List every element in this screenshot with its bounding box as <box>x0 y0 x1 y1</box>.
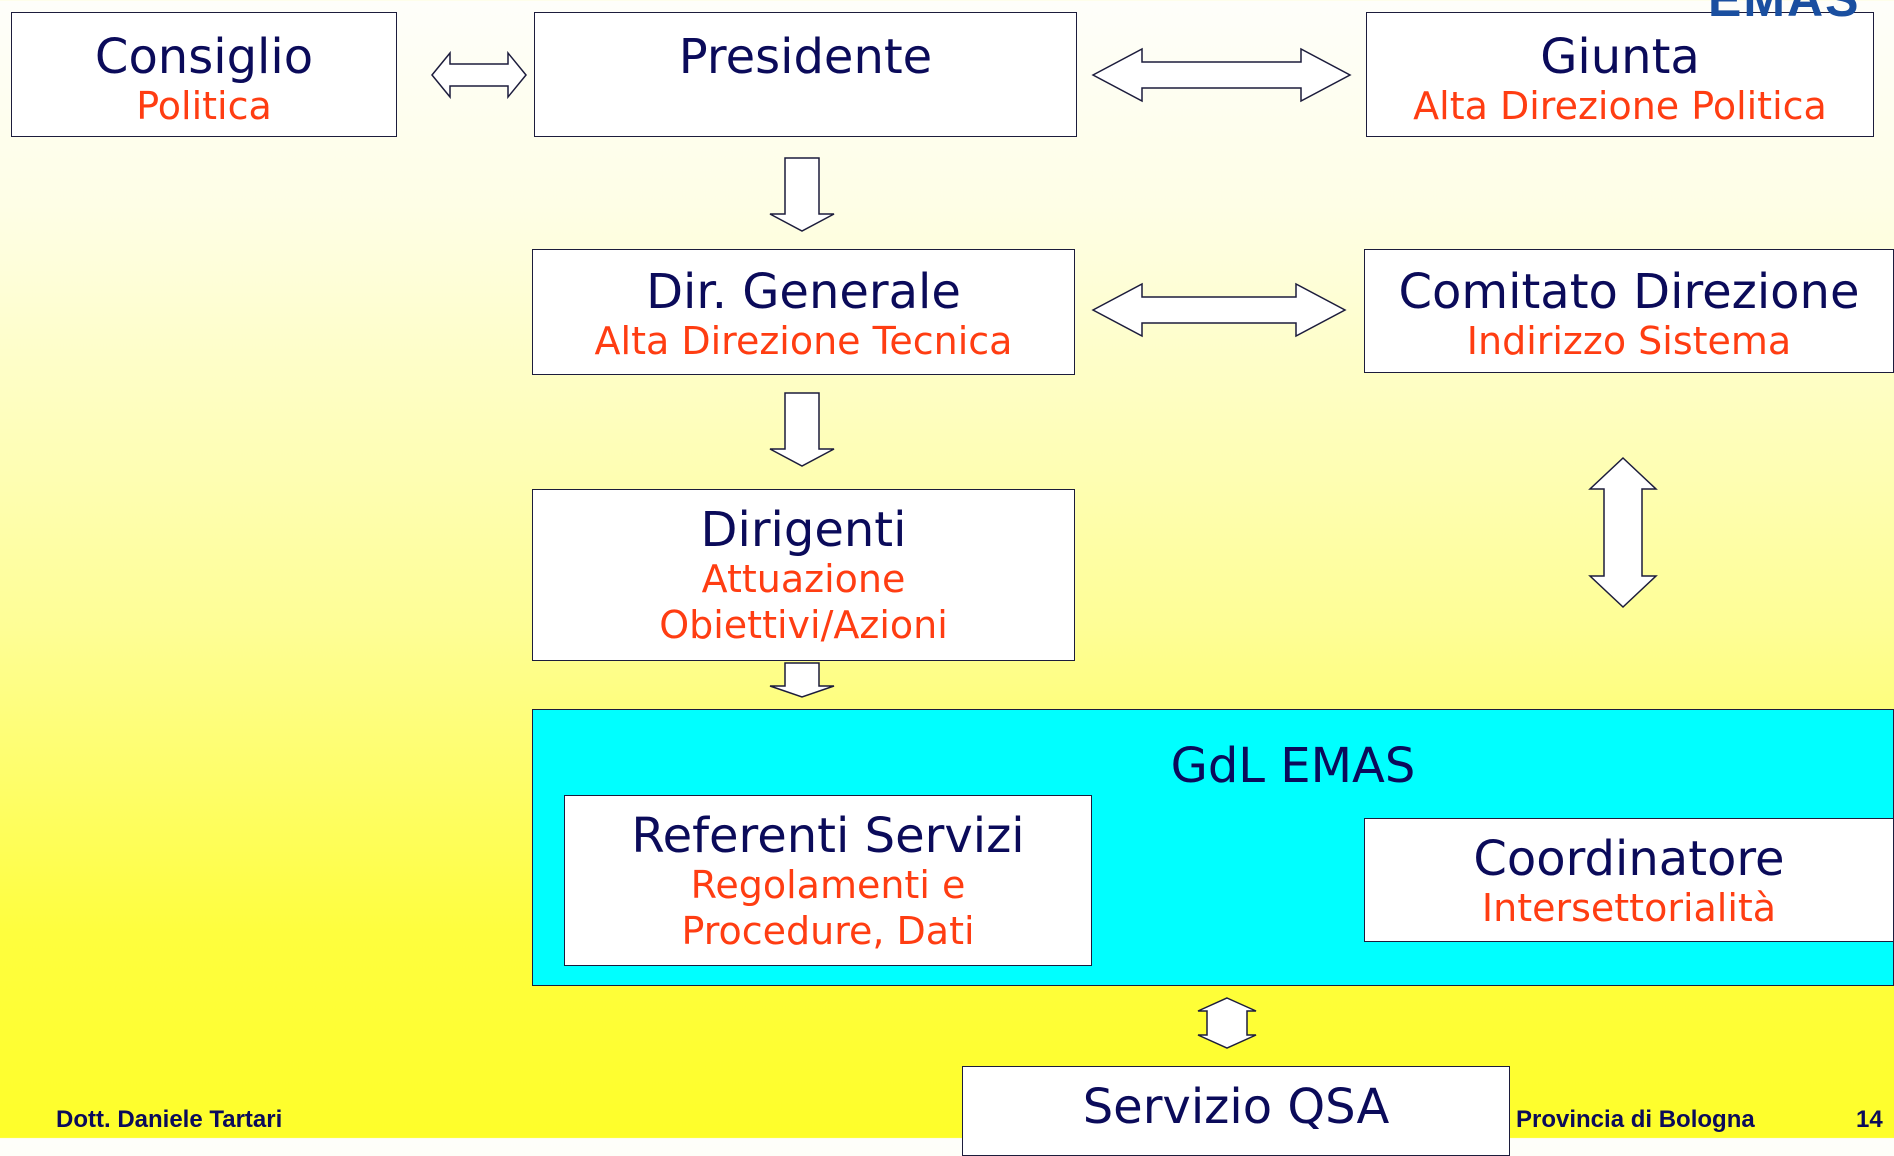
node-comitato-direzione: Comitato Direzione Indirizzo Sistema <box>1364 249 1894 373</box>
coordinatore-subtitle: Intersettorialità <box>1481 886 1777 930</box>
dir-generale-title: Dir. Generale <box>646 264 961 320</box>
referenti-subtitle-1: Regolamenti e <box>690 863 966 907</box>
referenti-subtitle-2: Procedure, Dati <box>681 909 975 953</box>
arrow-presidente-giunta <box>1091 47 1352 103</box>
arrow-comitato-gdl <box>1588 456 1658 609</box>
node-dirigenti: Dirigenti Attuazione Obiettivi/Azioni <box>532 489 1075 661</box>
footer-organization: Provincia di Bologna <box>1516 1106 1755 1133</box>
coordinatore-title: Coordinatore <box>1473 831 1785 887</box>
gdl-emas-title: GdL EMAS <box>1170 738 1416 794</box>
comitato-title: Comitato Direzione <box>1398 264 1860 320</box>
dirigenti-subtitle-1: Attuazione <box>701 557 906 601</box>
node-servizio-qsa: Servizio QSA <box>962 1066 1510 1156</box>
comitato-subtitle: Indirizzo Sistema <box>1466 319 1792 363</box>
giunta-subtitle: Alta Direzione Politica <box>1413 84 1827 128</box>
arrow-dirgenerale-dirigenti <box>769 392 835 467</box>
emas-logo-text: EMAS <box>1708 0 1860 24</box>
presidente-title: Presidente <box>678 29 933 85</box>
footer-page-number: 14 <box>1856 1106 1883 1133</box>
arrow-consiglio-presidente <box>431 50 527 100</box>
giunta-title: Giunta <box>1540 29 1700 85</box>
footer-author: Dott. Daniele Tartari <box>56 1106 283 1133</box>
node-consiglio: Consiglio Politica <box>11 12 397 137</box>
node-presidente: Presidente <box>534 12 1077 137</box>
servizio-qsa-title: Servizio QSA <box>1082 1079 1390 1135</box>
dirigenti-title: Dirigenti <box>700 502 907 558</box>
arrow-dirigenti-gdl <box>769 662 835 698</box>
node-giunta: Giunta Alta Direzione Politica <box>1366 12 1874 137</box>
node-referenti-servizi: Referenti Servizi Regolamenti e Procedur… <box>564 795 1092 966</box>
consiglio-subtitle: Politica <box>136 84 272 128</box>
dir-generale-subtitle: Alta Direzione Tecnica <box>594 319 1013 363</box>
arrow-dirgenerale-comitato <box>1091 282 1347 338</box>
dirigenti-subtitle-2: Obiettivi/Azioni <box>659 603 948 647</box>
arrow-gdl-qsa <box>1197 997 1257 1049</box>
node-coordinatore: Coordinatore Intersettorialità <box>1364 818 1894 942</box>
consiglio-title: Consiglio <box>94 29 314 85</box>
arrow-presidente-dirgenerale <box>769 157 835 232</box>
referenti-title: Referenti Servizi <box>631 808 1025 864</box>
node-dir-generale: Dir. Generale Alta Direzione Tecnica <box>532 249 1075 375</box>
